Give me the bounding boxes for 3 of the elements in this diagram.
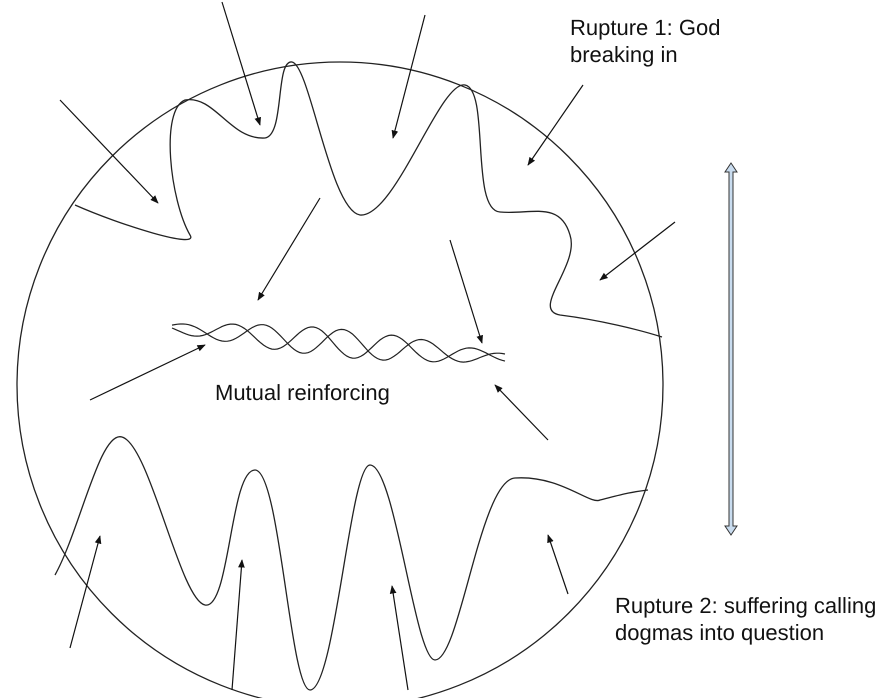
annotation-text: Rupture 1: God breaking in <box>570 14 722 68</box>
annotation-text: Mutual reinforcing <box>215 379 391 406</box>
annotation-text: Rupture 2: suffering calling dogmas into question <box>615 592 878 646</box>
